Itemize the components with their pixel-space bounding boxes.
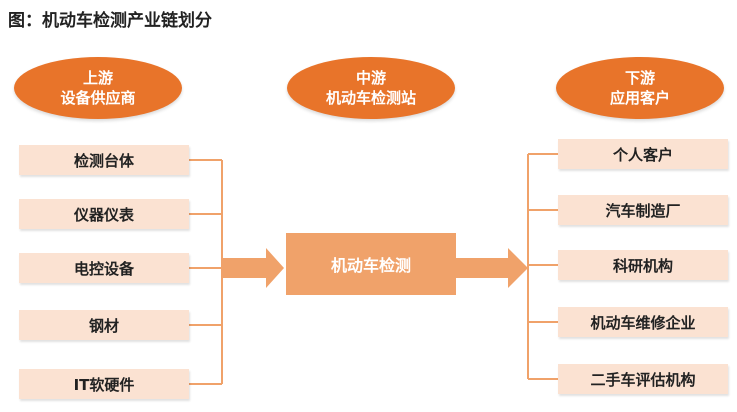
right-item-box: 机动车维修企业 — [558, 307, 728, 337]
left-item-box: 电控设备 — [19, 253, 189, 283]
right-item-box: 汽车制造厂 — [558, 195, 728, 225]
left-item-box: 仪器仪表 — [19, 199, 189, 229]
right-item-box: 个人客户 — [558, 139, 728, 169]
downstream-oval: 下游 应用客户 — [556, 57, 724, 119]
left-item-box: 检测台体 — [19, 145, 189, 175]
downstream-sublabel: 应用客户 — [609, 89, 670, 107]
upstream-sublabel: 设备供应商 — [60, 89, 136, 107]
midstream-sublabel: 机动车检测站 — [325, 89, 416, 107]
upstream-label: 上游 — [82, 69, 113, 87]
midstream-oval: 中游 机动车检测站 — [287, 57, 455, 119]
left-item-box: IT软硬件 — [19, 369, 189, 399]
right-item-box: 二手车评估机构 — [558, 364, 728, 394]
upstream-oval: 上游 设备供应商 — [14, 57, 182, 119]
arrow-left-to-center — [222, 248, 284, 288]
midstream-label: 中游 — [355, 69, 386, 87]
right-item-box: 科研机构 — [558, 250, 728, 280]
downstream-label: 下游 — [624, 69, 655, 87]
center-box: 机动车检测 — [286, 233, 456, 295]
left-item-box: 钢材 — [19, 310, 189, 340]
arrow-center-to-right — [456, 248, 528, 288]
figure-title: 图：机动车检测产业链划分 — [8, 11, 212, 31]
